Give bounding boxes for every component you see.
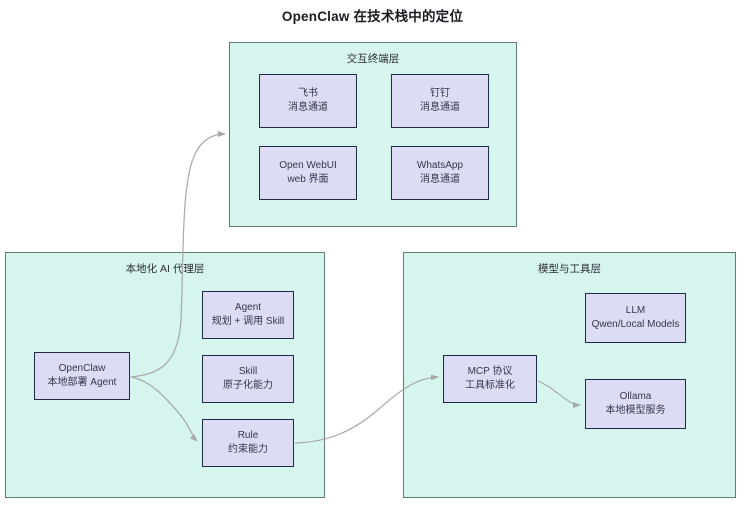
node-openclaw-line2: 本地部署 Agent (47, 377, 117, 388)
cluster-label-agent-layer: 本地化 AI 代理层 (125, 263, 205, 275)
node-open-webui-line1: Open WebUI (279, 159, 337, 171)
cluster-label-terminal-layer: 交互终端层 (346, 53, 400, 65)
node-ollama-line2: 本地模型服务 (605, 405, 666, 416)
node-open-webui[interactable]: Open WebUI web 界面 (259, 146, 357, 200)
node-whatsapp-line1: WhatsApp (416, 159, 464, 171)
node-rule-line2: 约束能力 (228, 444, 268, 455)
node-ollama-line1: Ollama (619, 390, 652, 402)
node-llm[interactable]: LLM Qwen/Local Models (585, 293, 686, 343)
node-skill[interactable]: Skill 原子化能力 (202, 355, 294, 403)
node-openclaw-line1: OpenClaw (58, 362, 106, 374)
node-mcp-line1: MCP 协议 (467, 365, 513, 377)
node-agent-line1: Agent (234, 301, 262, 313)
node-open-webui-line2: web 界面 (287, 174, 329, 185)
node-feishu-line1: 飞书 (298, 87, 318, 99)
node-whatsapp-line2: 消息通道 (420, 174, 460, 185)
node-feishu[interactable]: 飞书 消息通道 (259, 74, 357, 128)
node-llm-line2: Qwen/Local Models (591, 319, 680, 330)
node-skill-line2: 原子化能力 (223, 380, 273, 391)
page-title: OpenClaw 在技术栈中的定位 (281, 9, 464, 24)
node-dingtalk-line1: 钉钉 (430, 87, 450, 99)
node-feishu-line2: 消息通道 (288, 102, 328, 113)
node-whatsapp[interactable]: WhatsApp 消息通道 (391, 146, 489, 200)
node-mcp-line2: 工具标准化 (465, 380, 515, 391)
node-llm-line1: LLM (625, 304, 646, 316)
node-mcp[interactable]: MCP 协议 工具标准化 (443, 355, 537, 403)
cluster-label-model-layer: 模型与工具层 (538, 263, 601, 275)
node-dingtalk-line2: 消息通道 (420, 102, 460, 113)
node-skill-line1: Skill (238, 365, 258, 377)
node-ollama[interactable]: Ollama 本地模型服务 (585, 379, 686, 429)
node-rule-line1: Rule (237, 429, 259, 441)
node-dingtalk[interactable]: 钉钉 消息通道 (391, 74, 489, 128)
node-agent-line2: 规划 + 调用 Skill (211, 316, 285, 327)
node-rule[interactable]: Rule 约束能力 (202, 419, 294, 467)
node-openclaw[interactable]: OpenClaw 本地部署 Agent (34, 352, 130, 400)
node-agent[interactable]: Agent 规划 + 调用 Skill (202, 291, 294, 339)
